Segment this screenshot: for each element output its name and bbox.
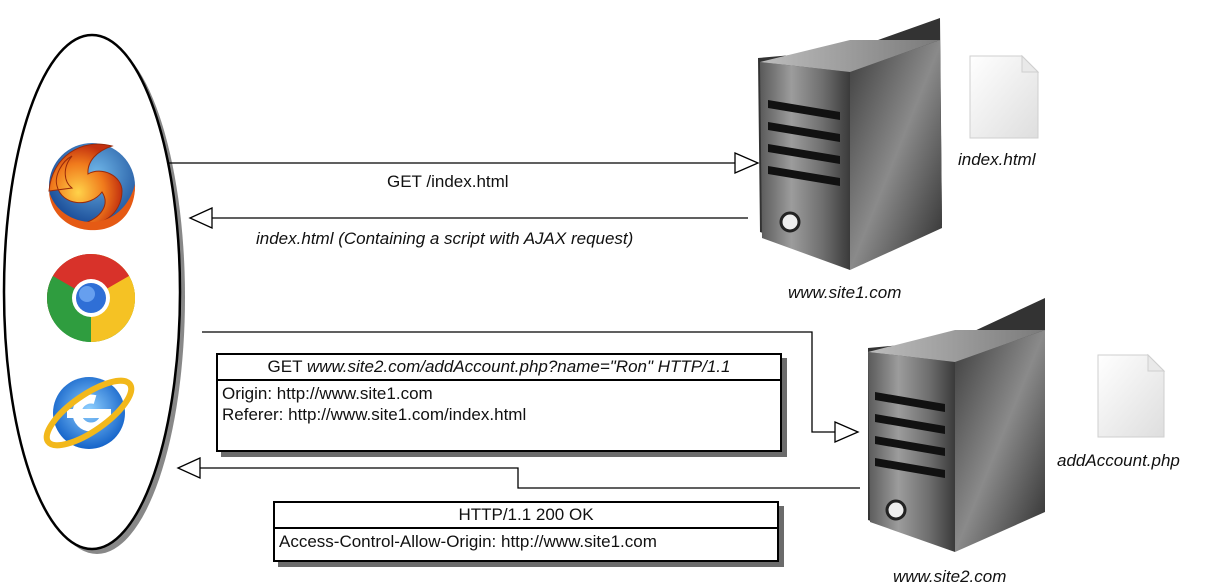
- response-box: HTTP/1.1 200 OK Access-Control-Allow-Ori…: [273, 501, 779, 562]
- firefox-icon: [48, 143, 136, 231]
- arrow-ajax-request: [202, 331, 860, 443]
- arrow-get-index: [168, 152, 760, 174]
- document-icon: [1097, 353, 1166, 438]
- request-url: www.site2.com/addAccount.php?name="Ron" …: [306, 357, 731, 376]
- header-referer: Referer: http://www.site1.com/index.html: [222, 405, 527, 424]
- header-access-control-allow-origin: Access-Control-Allow-Origin: http://www.…: [279, 532, 657, 551]
- server-site1: [758, 18, 942, 270]
- response-status: HTTP/1.1 200 OK: [275, 503, 777, 529]
- arrow-index-response: [188, 206, 748, 230]
- server-site2: [868, 298, 1045, 552]
- request-method: GET: [267, 357, 303, 376]
- site2-name: www.site2.com: [893, 567, 1007, 586]
- request-headers: Origin: http://www.site1.com Referer: ht…: [218, 381, 780, 427]
- response-label-index: index.html (Containing a script with AJA…: [256, 229, 634, 248]
- document-icon: [969, 54, 1040, 139]
- site1-file-name: index.html: [958, 150, 1036, 169]
- request-line: GET www.site2.com/addAccount.php?name="R…: [218, 355, 780, 381]
- request-box: GET www.site2.com/addAccount.php?name="R…: [216, 353, 782, 452]
- site2-file-name: addAccount.php: [1057, 451, 1180, 470]
- internet-explorer-icon: [43, 377, 135, 449]
- header-origin: Origin: http://www.site1.com: [222, 384, 433, 403]
- site1-name: www.site1.com: [788, 283, 902, 302]
- request-label-get-index: GET /index.html: [387, 172, 509, 191]
- arrow-ajax-response: [176, 456, 860, 489]
- response-headers: Access-Control-Allow-Origin: http://www.…: [275, 529, 777, 554]
- chrome-icon: [47, 254, 135, 342]
